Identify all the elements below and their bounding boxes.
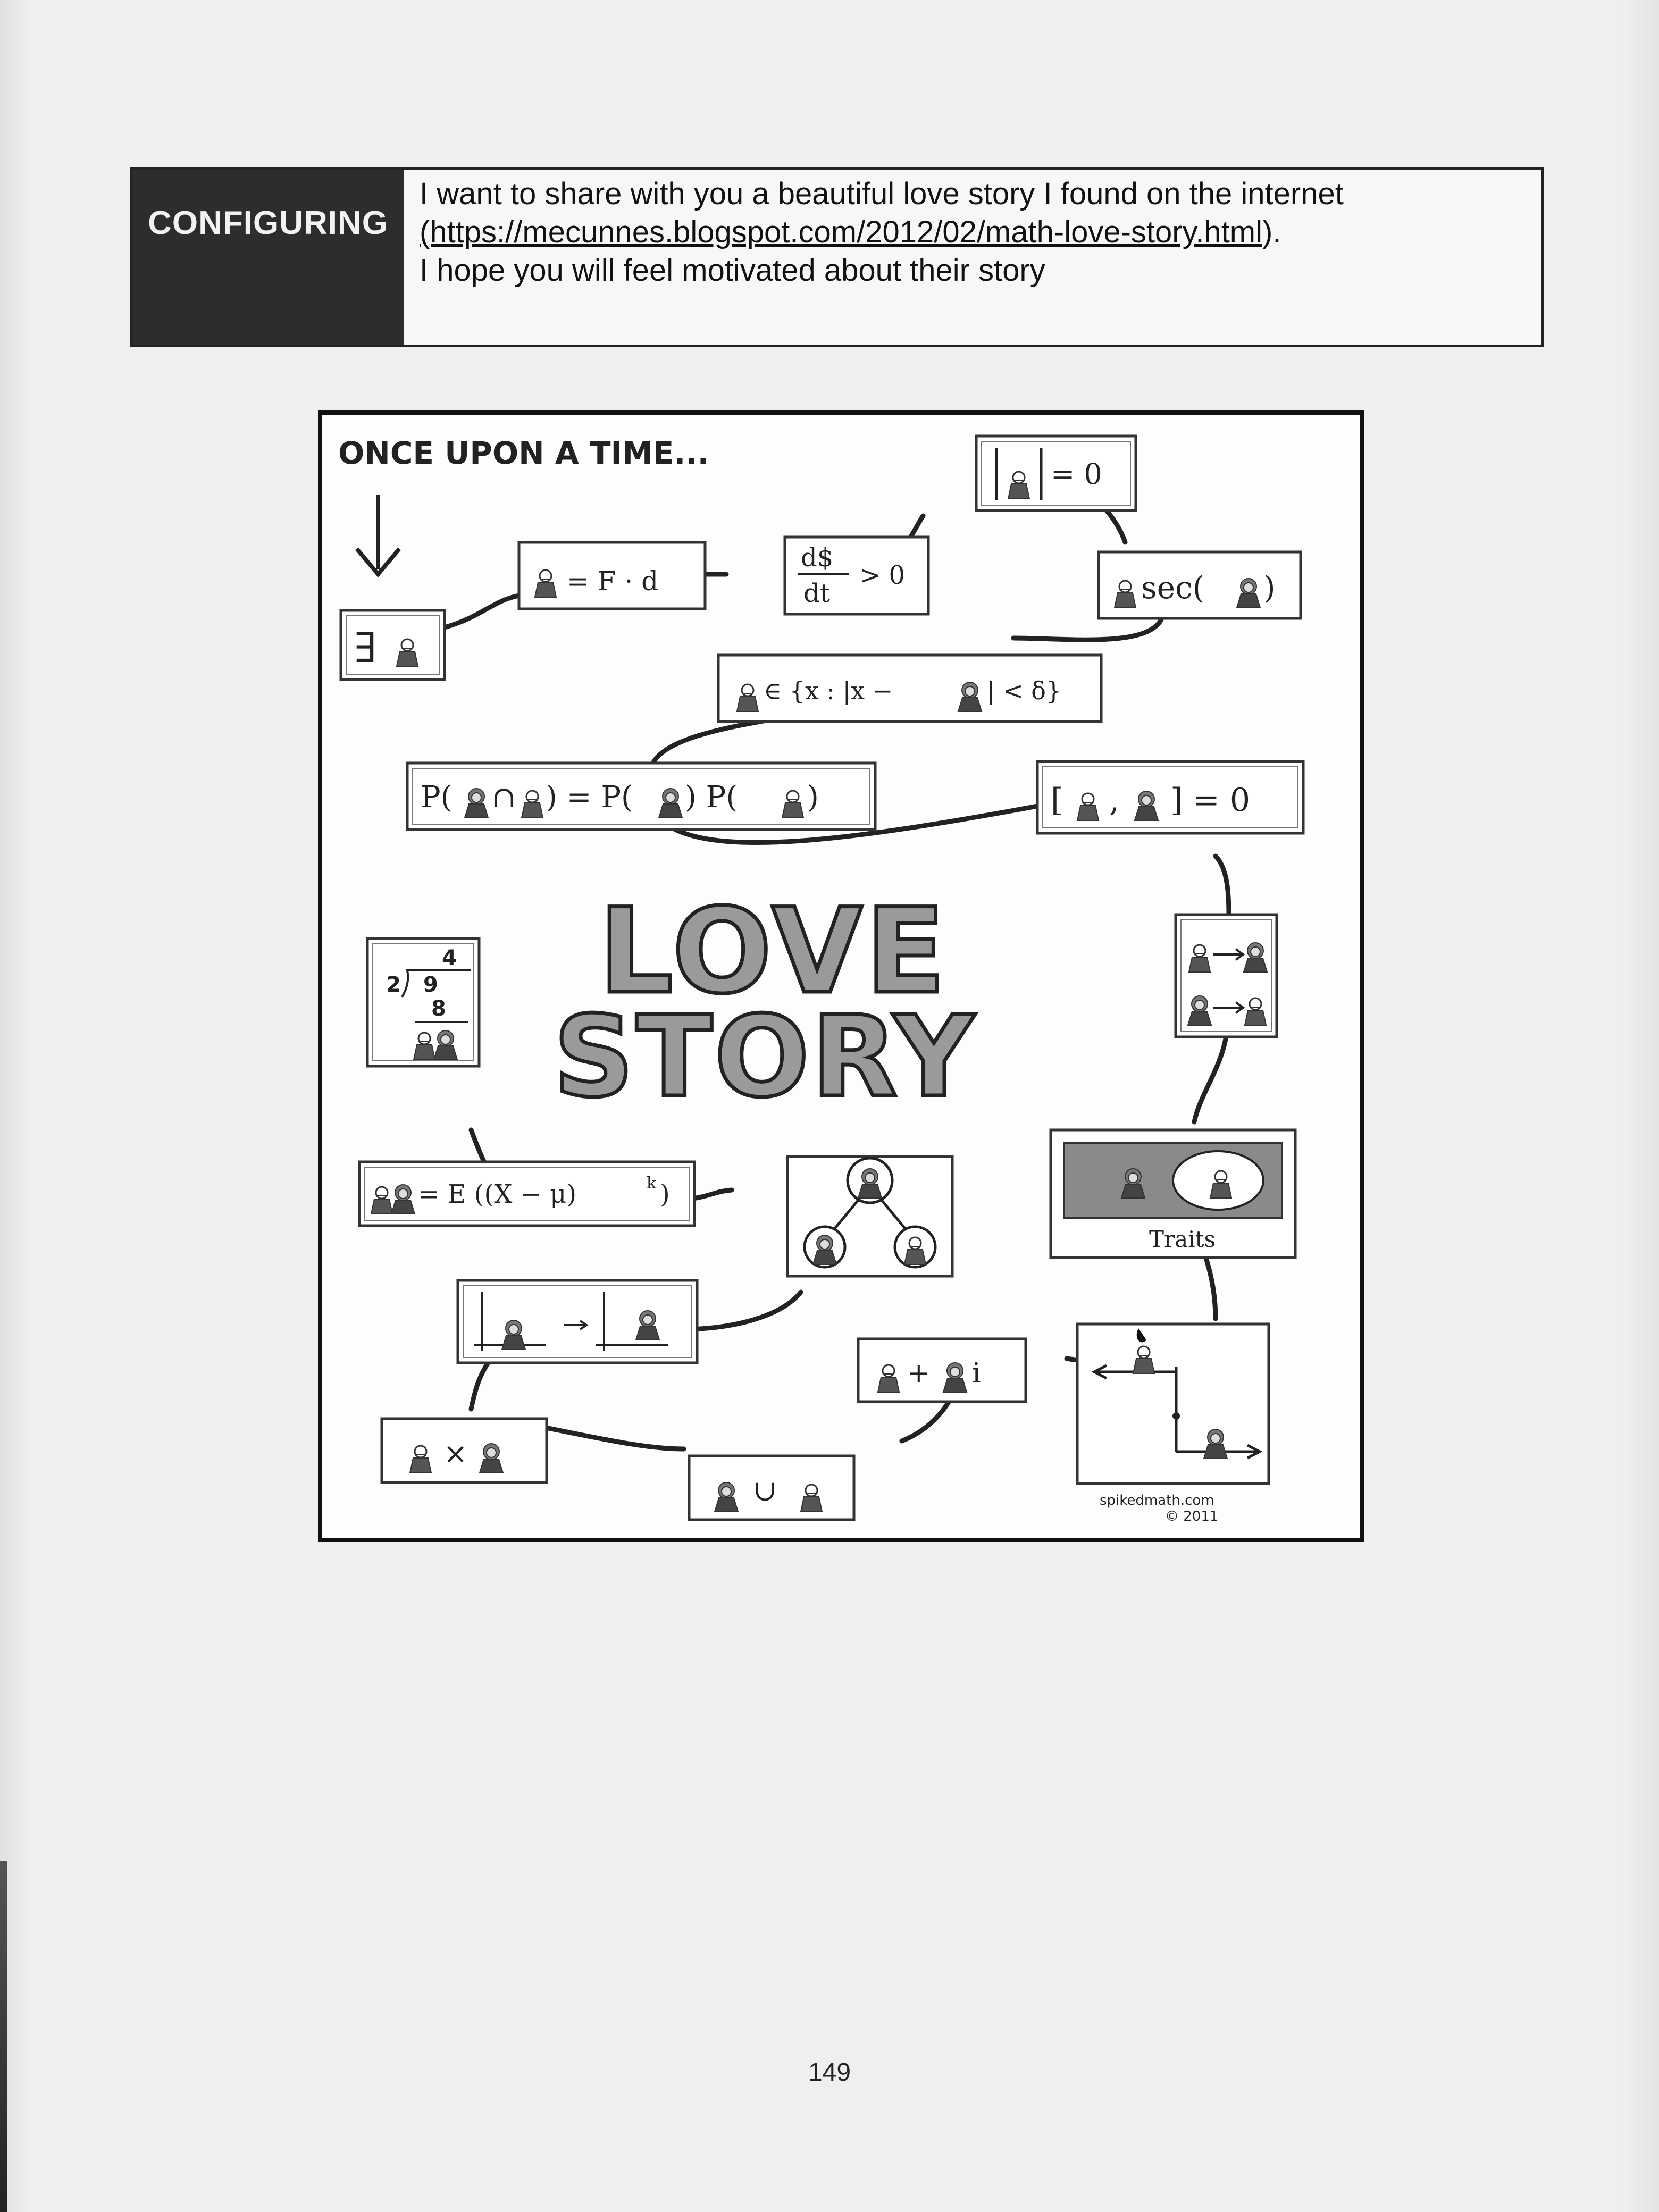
binding-edge (0, 1861, 7, 2212)
exists-symbol: ∃ (354, 624, 376, 672)
panel-absolute: = 0 (975, 434, 1137, 512)
derivative-relation: > 0 (859, 560, 905, 590)
ink-blot (1136, 1328, 1146, 1343)
panel-derivative: d$ dt > 0 (783, 535, 930, 616)
complex-plus: + (907, 1358, 931, 1389)
panel-neighborhood: ∈ {x : |x − | < δ} (717, 653, 1103, 723)
moment-close: ) (660, 1179, 670, 1209)
sec-text: sec( (1141, 569, 1204, 606)
intro-text: I want to share with you a beautiful lov… (404, 170, 1541, 345)
panel-complex: + i (857, 1337, 1027, 1403)
division-dividend: 9 (423, 973, 438, 997)
arrow-right-icon (1213, 1001, 1245, 1014)
derivative-numerator: d$ (801, 543, 833, 573)
prob-p1: P( (421, 780, 453, 815)
division-quotient: 4 (442, 946, 457, 970)
love-story-comic: ONCE UPON A TIME... ∃ = F · d d$ dt > 0 … (318, 410, 1364, 1542)
title-love: LOVE (599, 883, 949, 1019)
link-suffix: ). (1262, 215, 1281, 249)
commutator-close: ] = 0 (1170, 782, 1250, 819)
section-tag-label: CONFIGURING (148, 204, 388, 241)
panel-tree (786, 1155, 954, 1278)
prob-mid: ) = P( (546, 780, 633, 815)
panel-division: 4 2 9 8 (366, 937, 481, 1068)
commutator-open: [ (1051, 782, 1063, 819)
page-number: 149 (808, 2058, 851, 2087)
comic-canvas: ONCE UPON A TIME... ∃ = F · d d$ dt > 0 … (338, 434, 1305, 1524)
panel-secant: sec( ) (1097, 550, 1302, 620)
times-symbol: × (443, 1437, 467, 1470)
panel-union: ∪ (688, 1454, 856, 1521)
story-path (442, 487, 1231, 1452)
comic-intro-text: ONCE UPON A TIME... (338, 435, 709, 471)
configuring-header: CONFIGURING I want to share with you a b… (130, 167, 1544, 347)
panel-exists: ∃ (339, 609, 446, 681)
panel-mapping (1174, 913, 1278, 1038)
section-tag: CONFIGURING (132, 170, 404, 345)
panel-diverge (1076, 1322, 1270, 1485)
love-story-title: LOVE STORY (552, 882, 976, 1124)
panel-times: × (380, 1417, 548, 1484)
division-bracket (401, 969, 471, 998)
panel-moment: = E ((X − μ) k ) (358, 1160, 696, 1227)
panel-transform (456, 1279, 699, 1364)
prob-cap: ∩ (491, 780, 516, 815)
credit-year: © 2011 (1165, 1509, 1218, 1524)
abs-text: = 0 (1051, 457, 1102, 491)
arrow-right-icon (564, 1320, 589, 1330)
prob-p2: ) P( (685, 780, 738, 815)
panel-traits: Traits (1049, 1128, 1297, 1259)
sec-close: ) (1263, 569, 1276, 606)
commutator-comma: , (1109, 782, 1119, 819)
complex-i: i (972, 1358, 981, 1389)
intro-line-1: I want to share with you a beautiful lov… (420, 177, 1344, 211)
panel-probability: P( ∩ ) = P( ) P( ) (406, 761, 877, 831)
division-subtrahend: 8 (431, 996, 446, 1021)
title-story: STORY (554, 992, 976, 1122)
prob-end: ) (807, 780, 819, 815)
intro-line-2: (https://mecunnes.blogspot.com/2012/02/m… (420, 213, 1526, 252)
axis-dot (1172, 1412, 1180, 1420)
down-arrow-head-icon (355, 547, 401, 578)
arrow-right-icon (1213, 948, 1245, 961)
moment-exponent: k (647, 1174, 657, 1193)
moment-text: = E ((X − μ) (418, 1179, 576, 1209)
traits-label: Traits (1149, 1226, 1216, 1252)
force-text: = F · d (567, 566, 658, 597)
intro-line-3: I hope you will feel motivated about the… (420, 253, 1045, 288)
division-divisor: 2 (386, 973, 401, 997)
story-link[interactable]: (https://mecunnes.blogspot.com/2012/02/m… (420, 215, 1263, 249)
credit-site: spikedmath.com (1100, 1493, 1214, 1509)
set-text-right: | < δ} (987, 676, 1061, 705)
panel-force: = F · d (517, 541, 707, 610)
union-symbol: ∪ (753, 1474, 777, 1507)
set-text-left: ∈ {x : |x − (764, 676, 893, 705)
panel-commutator: [ , ] = 0 (1036, 760, 1305, 835)
derivative-denominator: dt (803, 579, 830, 608)
